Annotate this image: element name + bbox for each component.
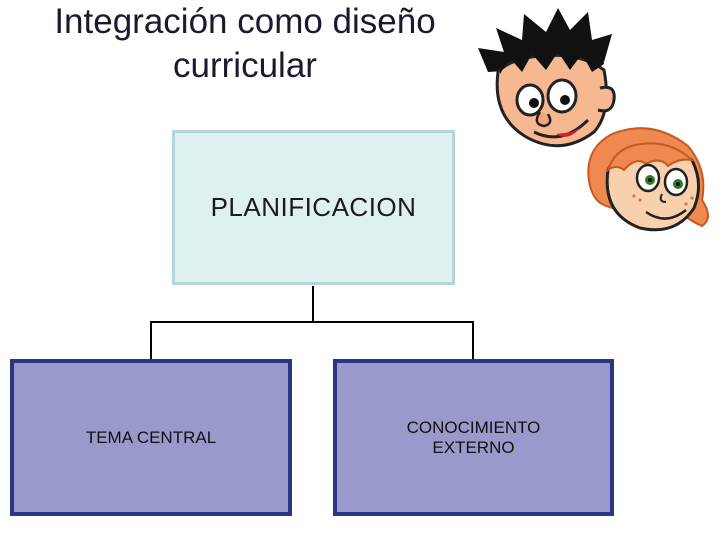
node-planificacion-label: PLANIFICACION [210, 192, 417, 222]
title-line-2: curricular [173, 46, 317, 85]
title-line-1: Integración como diseño [54, 2, 436, 41]
node-planificacion: PLANIFICACION [172, 130, 455, 285]
node-tema-central: TEMA CENTRAL [10, 359, 292, 516]
node-conocimiento-externo-label: CONOCIMIENTO EXTERNO [407, 418, 541, 458]
node-conocimiento-externo: CONOCIMIENTO EXTERNO [333, 359, 614, 516]
girl-face-icon [587, 127, 709, 232]
node-conocimiento-externo-line-1: CONOCIMIENTO [406, 417, 541, 437]
boy-face-icon [478, 8, 616, 148]
slide-title: Integración como diseño curricular [0, 0, 490, 88]
cartoon-faces [478, 8, 709, 232]
node-tema-central-label: TEMA CENTRAL [85, 427, 217, 447]
node-conocimiento-externo-line-2: EXTERNO [432, 437, 515, 457]
